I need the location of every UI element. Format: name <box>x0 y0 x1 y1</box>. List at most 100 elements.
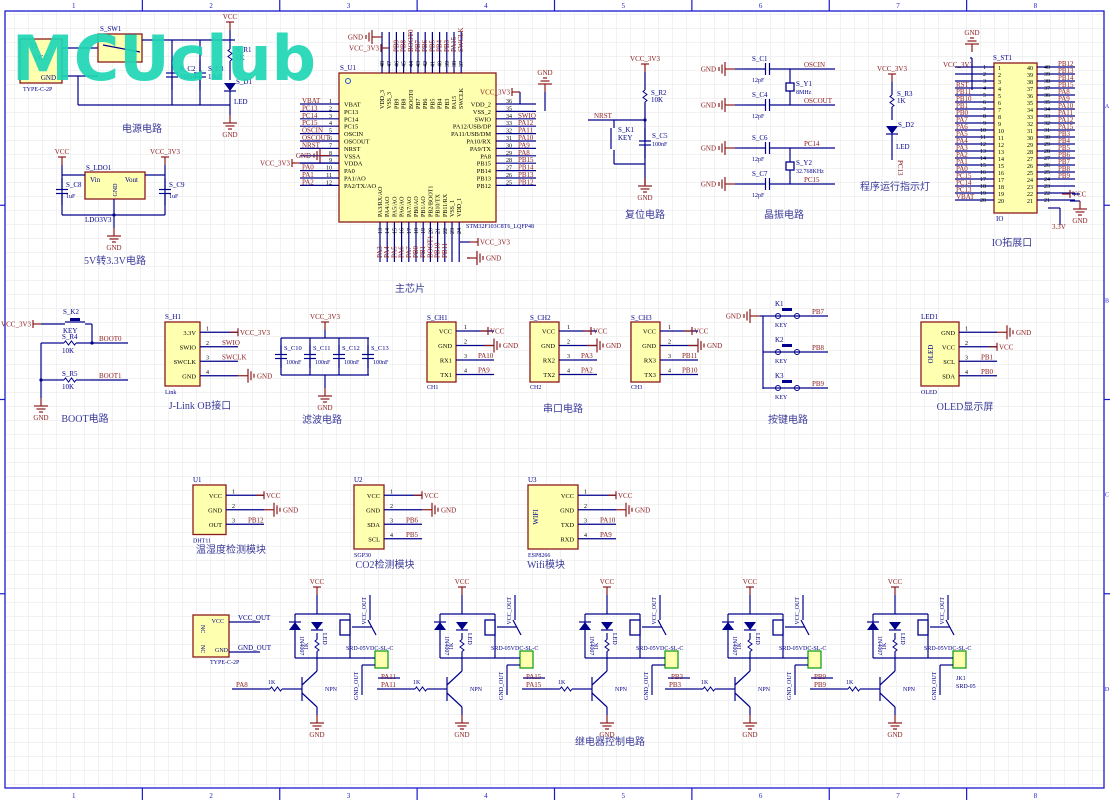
resistor-icon <box>414 686 428 692</box>
section-title-io: IO拓展口 <box>992 237 1033 249</box>
ref-label: S_R2 <box>651 89 667 97</box>
npn-transistor-icon <box>446 692 463 708</box>
pin-number: 3 <box>998 80 1001 86</box>
pin-number: 11 <box>980 135 986 141</box>
column-label: 6 <box>759 792 763 800</box>
section-title-oled: OLED显示屏 <box>937 401 994 413</box>
ref-label: S_C8 <box>66 181 82 189</box>
pin-number: 4 <box>464 369 467 375</box>
value-label: 100nF <box>373 360 389 366</box>
pin-name: NC <box>199 645 205 653</box>
power-net-label: VCC_3V3 <box>1 321 31 329</box>
net-label: PB7 <box>1058 158 1071 166</box>
power-net-label: VCC_3V3 <box>150 148 180 156</box>
ref-label: S_R5 <box>62 370 78 378</box>
ground-net-label: GND <box>317 404 332 412</box>
net-label: PB10 <box>434 242 442 258</box>
flyback-diode-icon <box>579 622 591 630</box>
net-label: SWCLK <box>457 28 465 53</box>
net-label: GND_OUT <box>238 644 272 652</box>
pin-number: 1 <box>998 66 1001 72</box>
net-label: PB8 <box>400 39 408 52</box>
power-net-label: VCC_3V3 <box>630 55 660 63</box>
ref-label: S_CH2 <box>530 314 551 322</box>
pin-number: 39 <box>445 61 451 67</box>
pin-number: 34 <box>506 114 512 120</box>
part-name: SRD-05VDC-SL-C <box>491 646 538 652</box>
pin-number: 43 <box>416 61 422 67</box>
relay-coil-icon <box>339 619 351 636</box>
pin-number: 7 <box>983 107 986 113</box>
pin-number: 26 <box>1027 164 1033 170</box>
ref-label: S_C7 <box>752 170 768 178</box>
watermark-logo: MCUclub <box>12 22 316 95</box>
column-label: 1 <box>72 792 76 800</box>
pin-number: 20 <box>998 199 1004 205</box>
pin-name: PB9 <box>394 99 400 109</box>
pin-name: PA3/RX/AO <box>378 186 384 217</box>
part-name: SRD-05VDC-SL-C <box>346 646 393 652</box>
value-label: 100nF <box>286 360 302 366</box>
relay-switch-icon <box>512 619 522 636</box>
ref-label: S_R4 <box>62 333 78 341</box>
pin-number: 7 <box>998 108 1001 114</box>
ref-label: S_D2 <box>898 121 914 129</box>
ref-label: S_CH3 <box>631 314 652 322</box>
pin-number: 6 <box>329 136 332 142</box>
value-label: KEY <box>775 395 788 401</box>
power-net-label: VCC <box>424 492 439 500</box>
pin-number: 27 <box>506 166 512 172</box>
value-label: 12pF <box>752 114 765 120</box>
pin-number: 8 <box>998 115 1001 121</box>
net-label: PB0 <box>981 368 994 376</box>
npn-transistor-icon <box>301 670 318 686</box>
section-title-keys: 按键电路 <box>768 413 808 426</box>
pin-number: 38 <box>1027 80 1033 86</box>
pin-name: OSCOUT <box>344 139 370 146</box>
section-titles: 电源电路5V转3.3V电路主芯片复位电路晶振电路程序运行指示灯IO拓展口BOOT… <box>61 122 1032 748</box>
pin-name: BOOT0 <box>409 90 415 109</box>
ground-net-label: GND <box>309 731 324 739</box>
pin-number: 36 <box>506 99 512 105</box>
ref-label: K1 <box>775 300 784 308</box>
part-name: CH3 <box>631 385 642 391</box>
pin-number: 16 <box>980 170 986 176</box>
ground-net-label: GND <box>606 342 621 350</box>
ground-net-label: GND <box>441 506 456 514</box>
ref-label: S_K2 <box>63 308 79 316</box>
pin-number: 12 <box>980 142 986 148</box>
net-label: PA2 <box>302 178 314 186</box>
pin-number: 35 <box>1027 101 1033 107</box>
relay-switch-icon <box>945 619 955 636</box>
pin-number: 28 <box>1044 149 1050 155</box>
net-label: PC15 <box>804 176 820 184</box>
pin-number: 4 <box>668 369 671 375</box>
ref-label: K2 <box>775 336 784 344</box>
pin-number: 38 <box>1044 79 1050 85</box>
column-label: 5 <box>621 792 625 800</box>
net-label: PB14 <box>1058 74 1074 82</box>
pin-name: TX3 <box>644 372 656 379</box>
pin-name: PB0/AO <box>414 196 420 217</box>
pin-number: 12 <box>998 143 1004 149</box>
pin-number: 44 <box>409 61 415 67</box>
resistor-icon <box>227 48 233 62</box>
pin-number: 3 <box>390 518 393 524</box>
value-label: 10K <box>62 383 74 391</box>
net-label: PA8 <box>236 681 248 689</box>
part-name: Link <box>165 390 176 396</box>
ground-net-label: GND <box>701 66 716 74</box>
pin-name: VCC <box>643 329 656 336</box>
pin-number: 32 <box>1044 121 1050 127</box>
relay-switch-icon <box>367 619 377 636</box>
pin-name: VCC <box>561 493 574 500</box>
ground-net-label: GND <box>701 181 716 189</box>
pin-number: 3 <box>232 518 235 524</box>
value-label: 12pF <box>752 157 765 163</box>
